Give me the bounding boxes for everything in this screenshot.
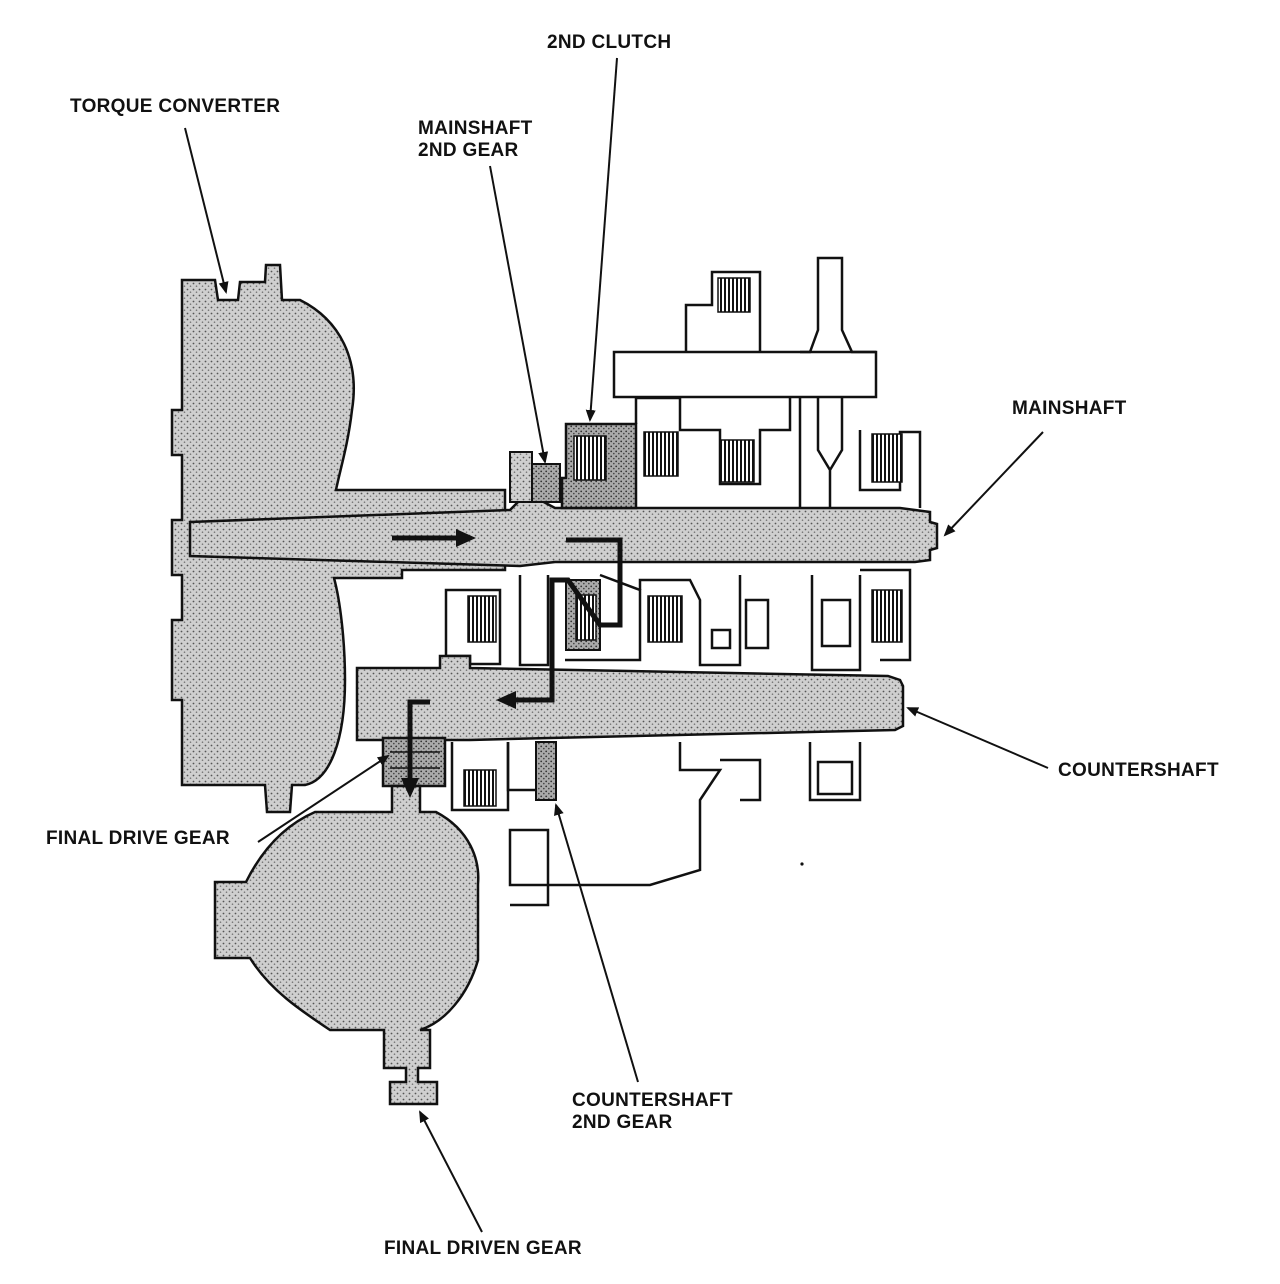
label-final-driven-gear: FINAL DRIVEN GEAR xyxy=(384,1238,582,1259)
leader-countershaft-2nd-gear xyxy=(554,803,639,1083)
label-mainshaft-2nd-gear: MAINSHAFT 2ND GEAR xyxy=(418,118,533,161)
leader-torque-converter xyxy=(184,127,229,294)
differential-body xyxy=(213,784,480,1106)
lower-gear-cluster xyxy=(444,568,912,672)
leader-countershaft xyxy=(906,707,1049,769)
label-mainshaft: MAINSHAFT xyxy=(1012,398,1127,419)
leader-final-drive-gear xyxy=(257,754,390,843)
leader-mainshaft-2nd-gear xyxy=(489,165,549,464)
final-drive-gear-body xyxy=(381,736,447,788)
label-torque-converter: TORQUE CONVERTER xyxy=(70,96,281,117)
upper-gear-cluster xyxy=(612,256,922,508)
countershaft-lower-gears xyxy=(450,741,862,907)
leader-lines xyxy=(184,57,1049,1233)
flow-arrow-countershaft xyxy=(496,537,623,709)
label-final-drive-gear: FINAL DRIVE GEAR xyxy=(46,828,230,849)
leader-final-driven-gear xyxy=(419,1110,483,1233)
label-2nd-clutch: 2ND CLUTCH xyxy=(547,32,672,53)
countershaft-body xyxy=(355,654,905,742)
flow-arrow-final-drive xyxy=(401,699,430,798)
label-countershaft-2nd-gear: COUNTERSHAFT 2ND GEAR xyxy=(572,1090,733,1133)
mainshaft-body xyxy=(188,451,939,568)
label-countershaft: COUNTERSHAFT xyxy=(1058,760,1219,781)
leader-2nd-clutch xyxy=(585,57,618,422)
power-flow-path xyxy=(392,529,623,798)
second-clutch-pack xyxy=(560,422,638,510)
leader-mainshaft xyxy=(943,431,1044,537)
stray-dot xyxy=(800,862,804,866)
